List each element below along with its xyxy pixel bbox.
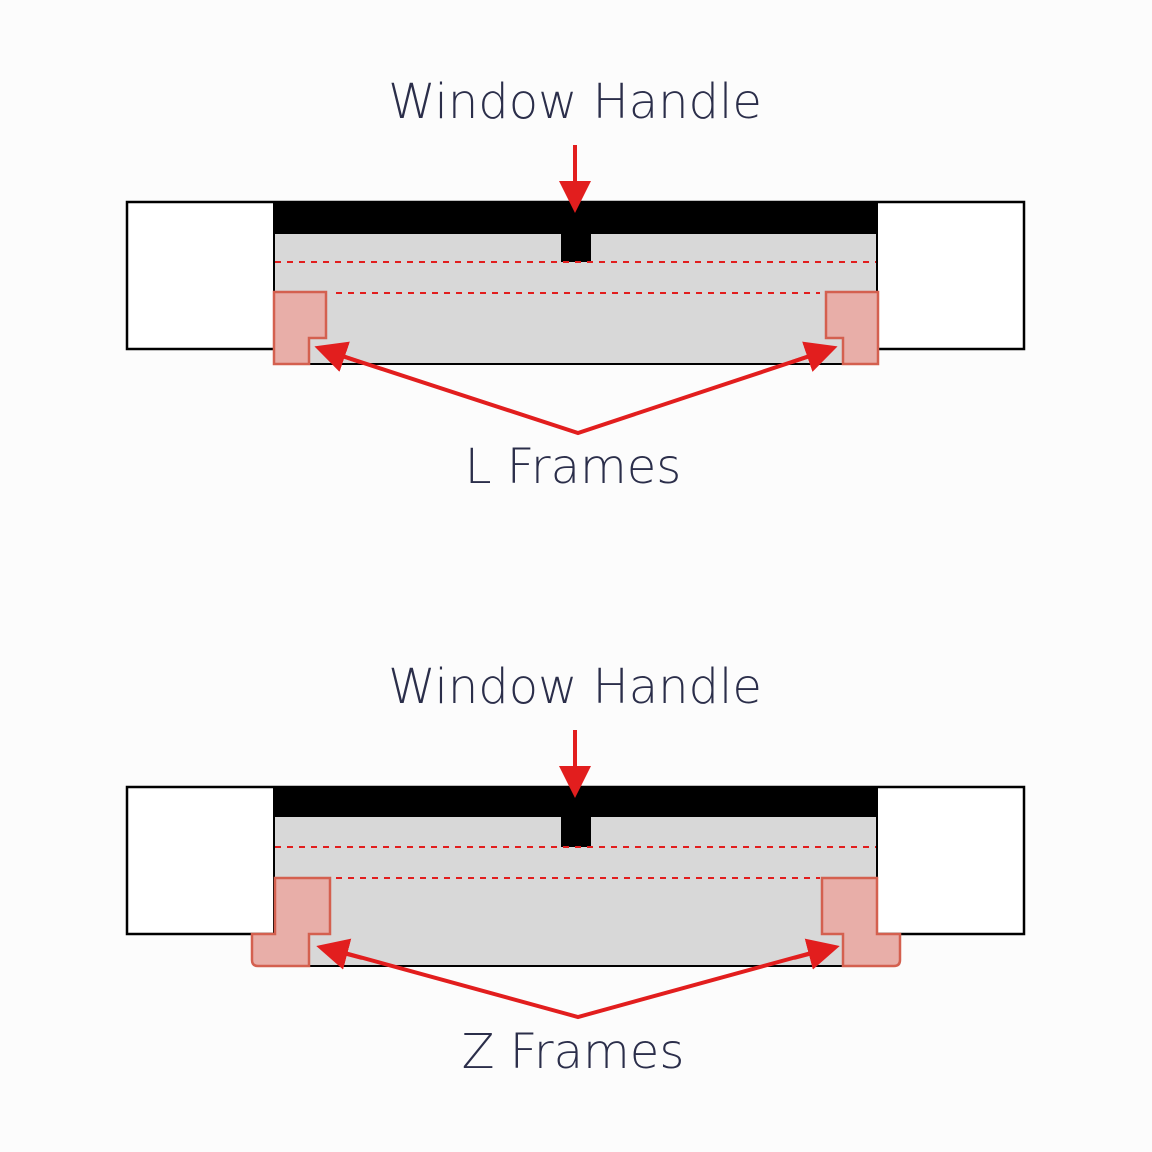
window-handle-label: Window Handle [388,659,762,715]
window-sash-top [273,787,878,817]
frame-arrows [333,948,823,1020]
l-frame-diagram: Window Handle L Frames [125,74,1026,495]
arrow-head-left [316,938,363,970]
window-handle [561,232,591,262]
z-frame-right [820,876,902,968]
z-frames-label: Z Frames [462,1024,685,1080]
l-frames-label: L Frames [465,439,682,495]
window-handle-label: Window Handle [388,74,762,130]
arrow-head-right [791,341,838,372]
z-frame-left [250,876,332,968]
arrow-head-right [793,938,840,970]
z-frame-diagram: Window Handle Z Frames [125,659,1026,1080]
l-frame-left [272,290,328,366]
frame-arrows [329,350,823,436]
window-handle [561,815,591,847]
arrow-head-left [314,341,361,372]
window-sash-top [273,202,878,234]
l-frame-right [824,290,880,366]
